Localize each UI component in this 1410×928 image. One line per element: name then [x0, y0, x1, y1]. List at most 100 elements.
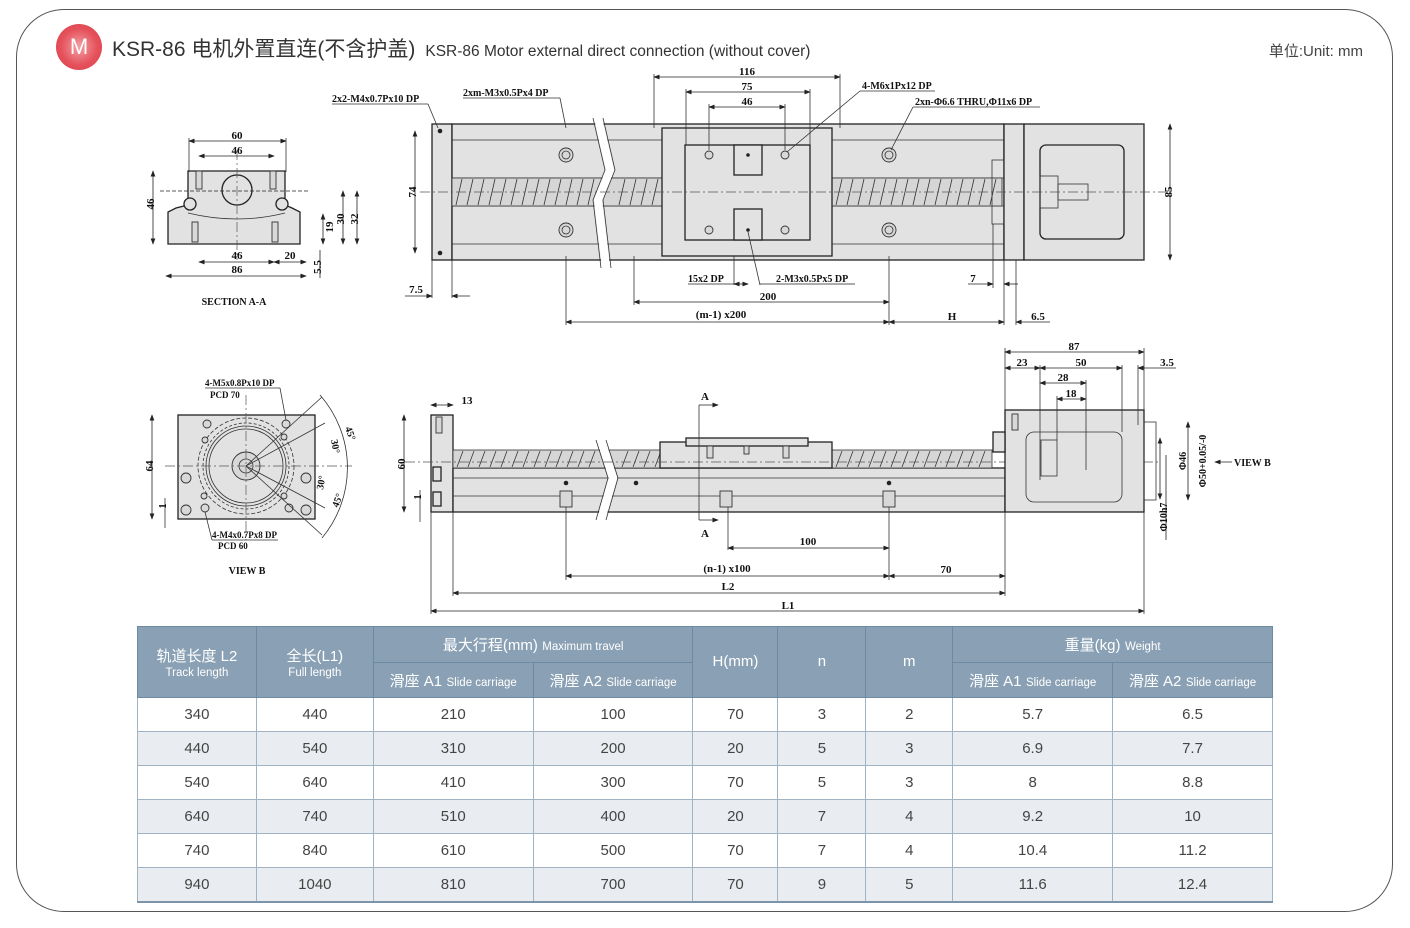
cell-m: 3 — [865, 765, 954, 800]
screw-thread — [511, 450, 519, 468]
screw-thread — [533, 450, 541, 468]
callout-carriage-small-holes: 2-M3x0.5Px5 DP — [776, 274, 848, 285]
cell-travel-a2: 700 — [532, 867, 694, 903]
screw-thread — [621, 450, 629, 468]
angle-30-bottom: 30° — [315, 475, 328, 491]
cell-n: 7 — [777, 799, 867, 834]
angle-30-top: 30° — [328, 439, 341, 455]
callout-end-holes: 2x2-M4x0.7Px10 DP — [332, 94, 419, 105]
dim-28: 28 — [1058, 372, 1070, 384]
dim-100: 100 — [800, 536, 817, 548]
cell-weight-a2: 10 — [1112, 799, 1273, 834]
top-view: 116 75 46 74 85 2x2-M4x0.7Px10 DP 2xm-M3… — [332, 66, 1175, 325]
mount-holes-top — [558, 147, 897, 238]
dim-dia-10: Φ10h7 — [1159, 503, 1170, 532]
callout-pin-hole: 15x2 DP — [688, 274, 724, 285]
cell-track-length: 340 — [137, 697, 257, 732]
cell-travel-a1: 810 — [372, 867, 534, 903]
cell-track-length: 940 — [137, 867, 257, 903]
dim-20: 20 — [285, 250, 297, 262]
dim-7-5: 7.5 — [409, 284, 423, 296]
dim-32: 32 — [349, 213, 361, 225]
screw-thread — [879, 450, 887, 468]
callout-view-b-bottom: 4-M4x0.7Px8 DP — [212, 530, 277, 540]
screw-thread — [555, 450, 563, 468]
dim-L2: L2 — [722, 581, 735, 593]
section-aa-view: 60 46 46 46 20 86 19 30 32 5.5 SECTION A… — [145, 130, 361, 308]
screw-thread — [566, 450, 574, 468]
dim-116: 116 — [739, 66, 755, 78]
cell-travel-a2: 500 — [532, 833, 694, 868]
dim-pitch-m: (m-1) x200 — [696, 309, 747, 321]
cell-full-length: 840 — [255, 833, 374, 868]
screw-thread — [923, 450, 931, 468]
col-h: H(mm) — [692, 626, 779, 698]
screw-thread — [901, 178, 909, 206]
cell-track-length: 440 — [137, 731, 257, 766]
page-title: KSR-86 电机外置直连(不含护盖)KSR-86 Motor external… — [112, 33, 810, 63]
cell-track-length: 540 — [137, 765, 257, 800]
screw-thread — [632, 450, 640, 468]
col-weight-a1: 滑座 A1 Slide carriage — [952, 662, 1114, 698]
cell-h: 20 — [692, 799, 779, 834]
dim-86: 86 — [232, 264, 244, 276]
dim-75: 75 — [742, 81, 754, 93]
screw-thread — [577, 450, 585, 468]
screw-thread — [945, 450, 953, 468]
screw-thread — [967, 450, 975, 468]
screw-thread — [835, 450, 843, 468]
screw-thread — [901, 450, 909, 468]
cell-m: 2 — [865, 697, 954, 732]
cell-travel-a1: 510 — [372, 799, 534, 834]
col-weight: 重量(kg) Weight — [952, 626, 1273, 663]
cell-track-length: 640 — [137, 799, 257, 834]
screw-thread — [846, 178, 854, 206]
dim-23: 23 — [1017, 357, 1029, 369]
col-travel-a2: 滑座 A2 Slide carriage — [532, 662, 694, 698]
dim-19: 19 — [324, 221, 336, 233]
cell-weight-a1: 9.2 — [952, 799, 1114, 834]
screw-thread — [978, 450, 986, 468]
cell-full-length: 440 — [255, 697, 374, 732]
dim-46-top: 46 — [232, 145, 244, 157]
page-frame — [16, 9, 1393, 912]
side-view: A A 13 60 1 100 (n-1) x100 70 L2 L1 87 2… — [396, 341, 1271, 614]
cell-travel-a2: 300 — [532, 765, 694, 800]
screw-thread — [478, 450, 486, 468]
dim-87: 87 — [1069, 341, 1081, 353]
cell-full-length: 740 — [255, 799, 374, 834]
cell-full-length: 1040 — [255, 867, 374, 903]
cell-weight-a2: 7.7 — [1112, 731, 1273, 766]
screw-thread — [456, 450, 464, 468]
screw-thread — [489, 450, 497, 468]
screw-thread — [544, 450, 552, 468]
dim-dia-50: Φ50+0.05/-0 — [1198, 435, 1209, 488]
unit-label: 单位:Unit: mm — [1268, 43, 1363, 60]
cell-full-length: 540 — [255, 731, 374, 766]
view-b-arrow-label: VIEW B — [1234, 458, 1271, 469]
cell-weight-a1: 11.6 — [952, 867, 1114, 903]
dim-64: 64 — [144, 460, 156, 472]
screw-thread — [934, 450, 942, 468]
dim-13: 13 — [462, 395, 474, 407]
cell-n: 7 — [777, 833, 867, 868]
cell-weight-a1: 5.7 — [952, 697, 1114, 732]
section-mark-bottom: A — [701, 528, 709, 540]
cell-m: 4 — [865, 799, 954, 834]
cell-h: 70 — [692, 765, 779, 800]
screw-thread — [522, 450, 530, 468]
cell-n: 9 — [777, 867, 867, 903]
col-full-length: 全长(L1)Full length — [255, 626, 374, 698]
dim-6-5: 6.5 — [1031, 311, 1045, 323]
cell-weight-a1: 6.9 — [952, 731, 1114, 766]
section-mark-top: A — [701, 391, 709, 403]
cell-n: 5 — [777, 765, 867, 800]
dim-46-bottom: 46 — [232, 250, 244, 262]
